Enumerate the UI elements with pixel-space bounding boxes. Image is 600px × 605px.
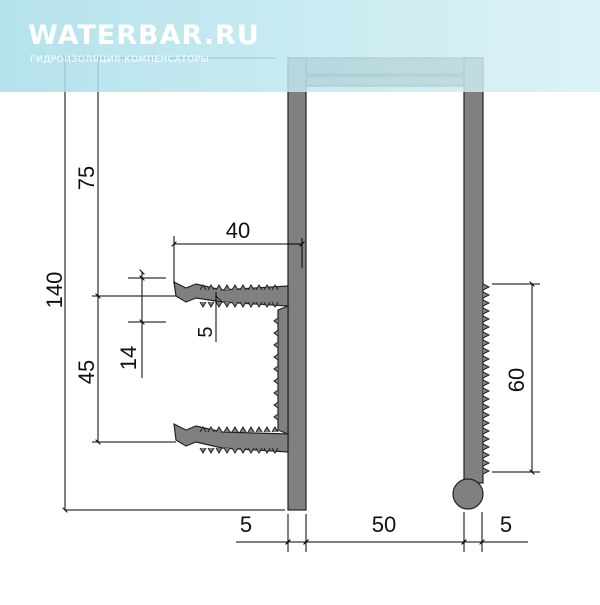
- profile-body: [173, 57, 484, 511]
- anchor-teeth: [199, 284, 279, 454]
- left-wall: [287, 57, 307, 511]
- dim-inner-width: 50: [372, 512, 396, 537]
- inner-channel: [277, 305, 289, 435]
- brand-logo: WATERBAR.RU: [28, 20, 260, 51]
- dim-upper-height: 75: [74, 166, 99, 190]
- lower-anchor: [173, 422, 289, 453]
- end-bulb: [452, 478, 484, 510]
- dim-anchor-length: 40: [226, 218, 250, 243]
- brand-tagline: ГИДРОИЗОЛЯЦИЯ КОМПЕНСАТОРЫ: [30, 55, 210, 65]
- right-wall: [463, 57, 484, 484]
- dim-right-wall: 5: [500, 512, 512, 537]
- upper-anchor: [173, 280, 289, 307]
- dim-anchor-pitch: 14: [116, 346, 141, 370]
- dim-left-wall: 5: [240, 512, 252, 537]
- right-serrations: [482, 283, 491, 475]
- watermark-banner: [0, 0, 600, 92]
- dim-total-height: 140: [42, 272, 67, 309]
- dim-lower-height: 45: [74, 360, 99, 384]
- dim-ribbed-zone: 60: [504, 368, 529, 392]
- dim-rib-height: 5: [195, 326, 217, 337]
